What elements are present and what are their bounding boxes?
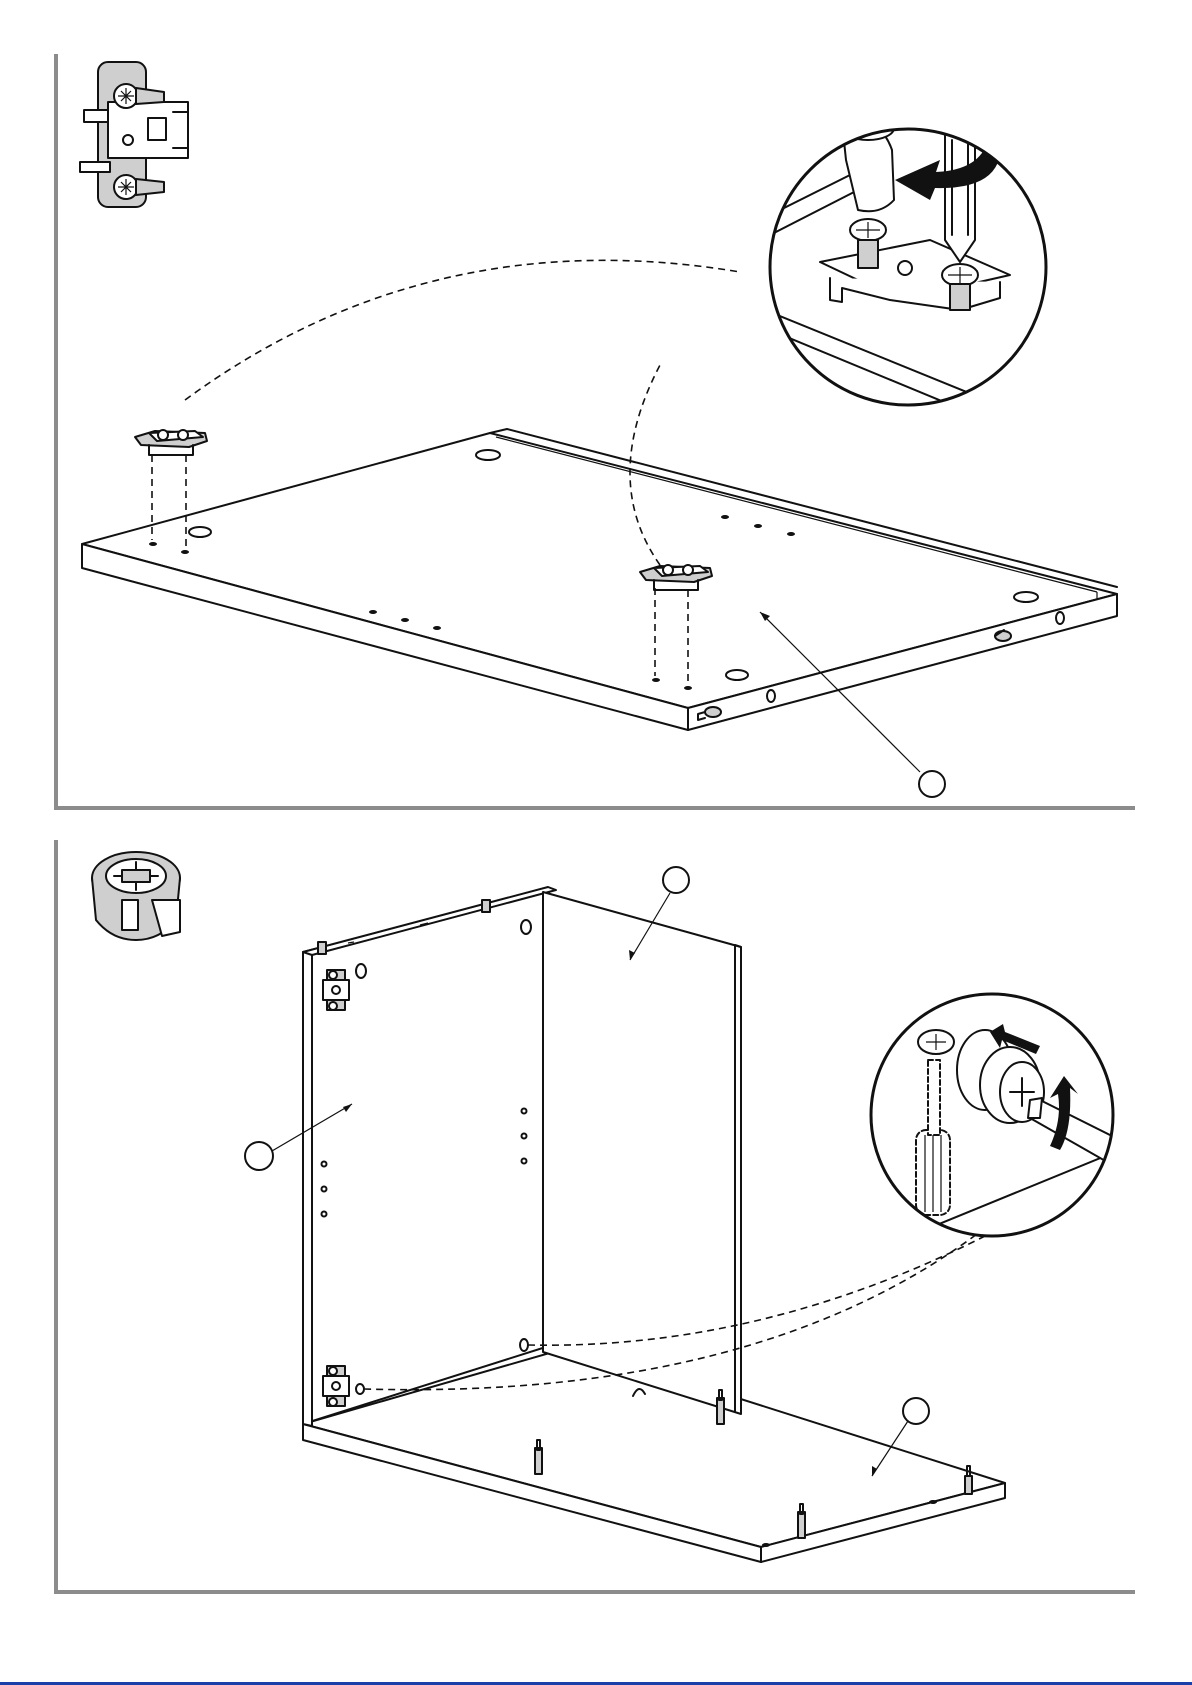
detail-magnifier-circle — [760, 116, 1060, 450]
part-callout-circle — [663, 867, 689, 893]
mounting-plate-part — [323, 970, 349, 1010]
cam-lock-icon — [92, 852, 180, 940]
part-callout-circle — [245, 1142, 273, 1170]
step-2-panel — [56, 840, 1140, 1592]
cabinet-base-board — [82, 429, 1117, 730]
edge-dowel — [995, 630, 1011, 641]
step-1-panel — [56, 54, 1135, 808]
part-callout-circle — [919, 771, 945, 797]
top-dowel — [482, 900, 490, 912]
cam-bolt — [965, 1466, 972, 1494]
top-dowel — [318, 942, 326, 954]
mounting-plate-part — [323, 1366, 349, 1406]
mounting-plate-part — [135, 430, 207, 455]
cabinet-assembly — [303, 887, 1005, 1562]
screwdriver-icon — [945, 130, 975, 262]
part-callout-circle — [903, 1398, 929, 1424]
detail-magnifier-circle — [871, 994, 1140, 1240]
hinge-mounting-plate-icon — [80, 62, 188, 207]
